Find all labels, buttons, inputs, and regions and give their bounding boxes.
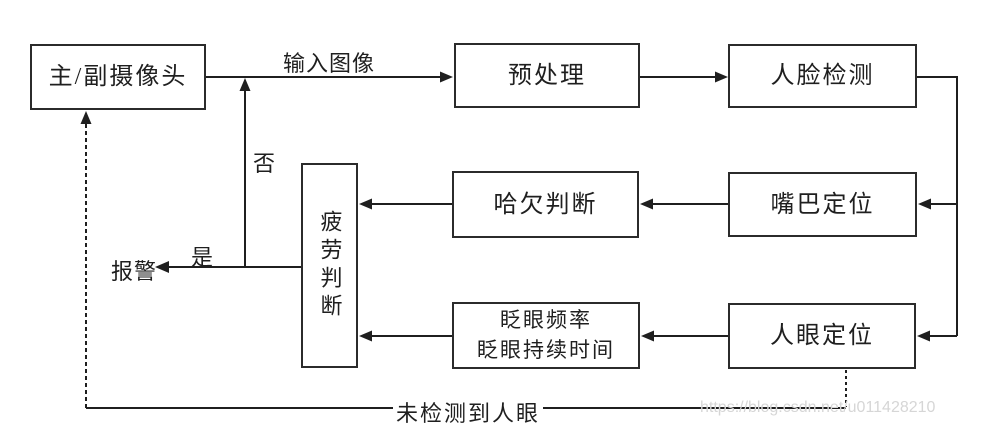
edge-label-yes: 是 — [191, 245, 214, 270]
node-eye-locate-label: 人眼定位 — [770, 323, 874, 349]
node-mouth-locate: 嘴巴定位 — [728, 172, 917, 237]
node-preprocess-label: 预处理 — [508, 62, 586, 89]
arrowhead-into-blink — [641, 330, 654, 342]
arrowhead-into-eye — [917, 330, 930, 342]
arrowhead-return-up — [80, 111, 92, 124]
node-fatigue-judge: 疲劳判断 — [301, 163, 358, 368]
node-face-detect-label: 人脸检测 — [770, 63, 875, 89]
edge-label-input-image: 输入图像 — [283, 51, 376, 76]
edge-label-no: 否 — [253, 151, 276, 176]
node-blink-line1: 眨眼频率 — [500, 308, 592, 333]
node-preprocess: 预处理 — [454, 43, 640, 108]
edge-label-eyes-not-detected: 未检测到人眼 — [393, 396, 544, 428]
terminal-alarm-label: 报警 — [111, 259, 158, 284]
node-camera: 主/副摄像头 — [30, 44, 206, 110]
arrowhead-into-fatigue-top — [359, 198, 372, 210]
node-blink-metrics: 眨眼频率 眨眼持续时间 — [452, 302, 640, 369]
node-yawn-judge: 哈欠判断 — [452, 171, 639, 238]
node-eye-locate: 人眼定位 — [728, 303, 916, 369]
arrowhead-into-fatigue-bottom — [359, 330, 372, 342]
node-mouth-locate-label: 嘴巴定位 — [770, 191, 875, 218]
node-blink-line2: 眨眼持续时间 — [477, 337, 615, 362]
node-yawn-judge-label: 哈欠判断 — [493, 191, 598, 218]
arrowhead-no-up — [239, 78, 251, 91]
watermark-url: https://blog.csdn.net/u011428210 — [700, 399, 936, 416]
node-fatigue-judge-label: 疲劳判断 — [317, 209, 343, 322]
arrowhead-into-alarm — [155, 261, 169, 273]
node-camera-label: 主/副摄像头 — [48, 64, 188, 90]
arrowhead-into-preprocess — [440, 71, 453, 83]
arrowhead-into-facedetect — [715, 71, 728, 83]
arrowhead-into-mouth — [918, 198, 931, 210]
arrowhead-into-yawn — [640, 198, 653, 210]
node-face-detect: 人脸检测 — [728, 44, 917, 108]
